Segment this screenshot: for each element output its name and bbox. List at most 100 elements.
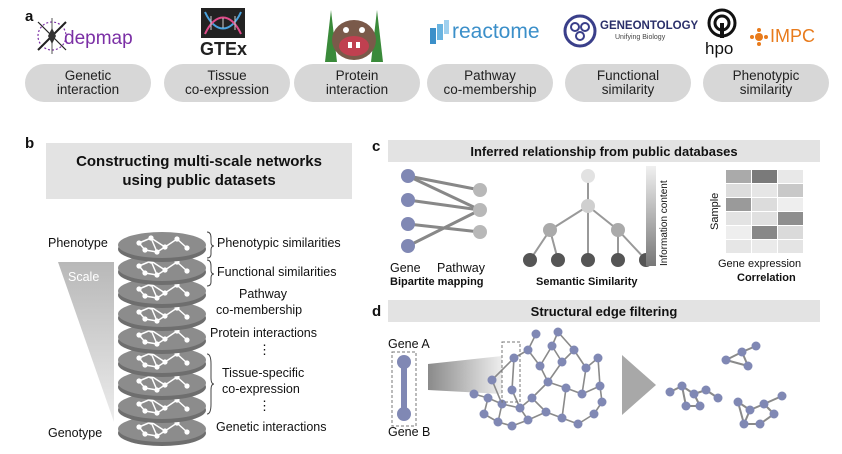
heatmap-cell [778,240,803,253]
network-node [523,345,533,355]
reactome-wordmark: reactome [452,20,540,43]
geneontology-logo: GENEONTOLOGY Unifying Biology [563,12,699,52]
scale-label: Scale [68,270,100,284]
heatmap-sample-label: Sample [709,192,721,230]
network-layer-disk [118,416,206,446]
heatmap-cell [726,240,751,253]
network-node [569,345,579,355]
network-node [589,409,599,419]
semantic-tree [523,169,653,267]
network-layer-disk [118,232,206,262]
network-node [523,415,533,425]
correlation-heatmap [726,170,803,253]
network-node [531,329,541,339]
geneontology-wordmark: GENEONTOLOGY [600,20,699,32]
full-network [469,327,607,431]
network-node [547,341,557,351]
network-node [721,355,731,365]
network-node [527,393,537,403]
go-icon [563,14,597,48]
genotype-label: Genotype [48,426,103,440]
hippo-logo [323,6,385,62]
network-node [713,393,723,403]
heatmap-cell [726,226,751,239]
network-layer-disk [118,255,206,285]
panel-c-title: Inferred relationship from public databa… [388,140,820,162]
heatmap-cell [752,170,777,183]
reactome-logo: reactome [428,18,554,50]
ellipsis-bottom: ⋮ [258,398,271,413]
edge-zoom [391,351,502,427]
layer-label-genetic: Genetic interactions [216,420,327,434]
network-layer-disk [118,278,206,308]
network-node [507,385,517,395]
layer-brackets [206,231,215,415]
hpo-icon [707,8,737,38]
hpo-logo: hpo [703,8,743,60]
network-node [755,419,765,429]
panel-b-letter: b [25,135,35,152]
network-node [469,389,479,399]
network-node [493,417,503,427]
network-layer-disk [118,347,206,377]
network-node [479,409,489,419]
network-node [769,409,779,419]
network-node [593,353,603,363]
semantic-caption: Semantic Similarity [536,276,638,288]
network-layer-disk [118,301,206,331]
layer-label-coexpression: co-expression [222,382,300,396]
network-node [665,387,675,397]
ellipsis-top: ⋮ [258,342,271,357]
network-node [557,413,567,423]
gtex-wordmark: GTEx [200,39,248,59]
network-node [487,375,497,385]
information-content-label: Information content [659,180,670,266]
heatmap-cell [752,198,777,211]
network-stack [118,232,206,446]
network-node [507,421,517,431]
geneontology-tagline: Unifying Biology [615,34,666,41]
network-node [573,419,583,429]
heatmap-cell [726,184,751,197]
network-node [541,407,551,417]
network-node [577,389,587,399]
network-node [695,401,705,411]
network-node [689,389,699,399]
layer-label-pathway: Pathway [239,287,287,301]
impc-wordmark: IMPC [770,26,815,46]
correlation-caption: Correlation [737,272,796,284]
network-node [535,361,545,371]
heatmap-cell [752,226,777,239]
heatmap-cell [726,212,751,225]
layer-label-tissue: Tissue-specific [222,366,305,380]
hippo-icon [325,10,383,62]
network-node [595,381,605,391]
network-node [561,383,571,393]
network-layer-disk [118,370,206,400]
heatmap-cell [778,212,803,225]
network-node [739,419,749,429]
network-node [581,363,591,373]
network-node [497,399,507,409]
heatmap-cell [726,198,751,211]
network-node [543,377,553,387]
network-node [745,405,755,415]
bipartite-pathway-label: Pathway [437,261,485,275]
impc-icon [750,28,768,46]
layer-label-protein: Protein interactions [210,326,318,340]
impc-logo: IMPC [750,26,820,50]
network-node [509,353,519,363]
reactome-icon [430,20,449,44]
panel-d-letter: d [372,303,382,320]
panel-c-letter: c [372,138,381,155]
information-content-bar [646,166,656,266]
scale-triangle [58,262,114,422]
network-node [597,397,607,407]
gene-b-label: Gene B [388,425,431,439]
filtered-network [665,341,787,429]
